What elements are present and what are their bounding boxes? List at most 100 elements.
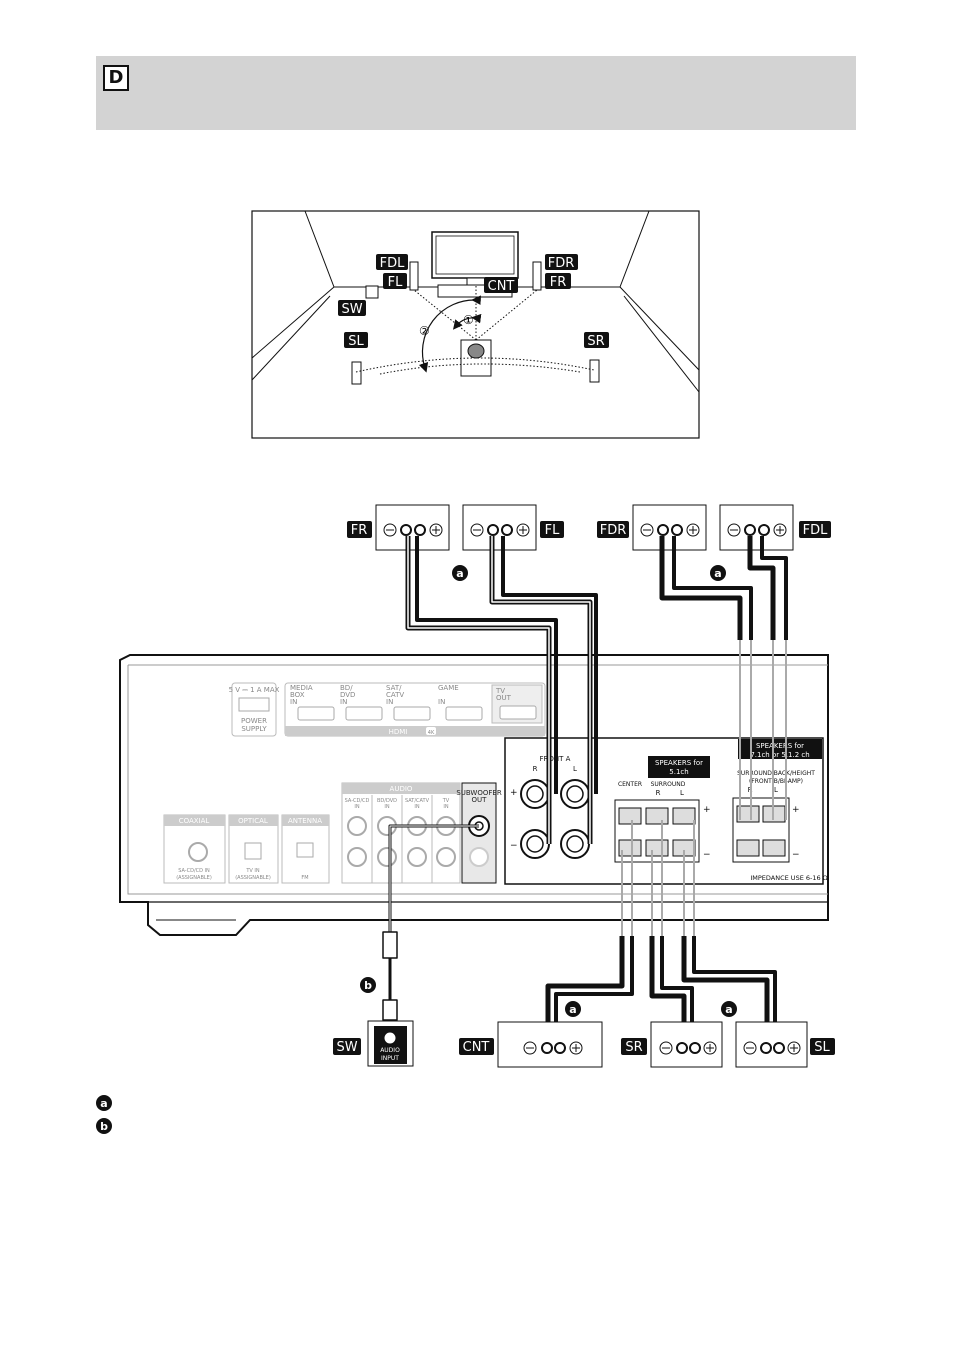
speaker-label-fr: FR [351,523,368,538]
analog-audio-inputs: AUDIO SA-CD/CD IN BD/DVD IN SAT/CATV IN … [341,782,461,884]
svg-text:INPUT: INPUT [381,1055,399,1062]
svg-text:SA-CD/CD: SA-CD/CD [345,798,370,804]
callout-a-top-left [452,565,468,581]
svg-text:COAXIAL: COAXIAL [179,817,210,825]
callout-a-top-right [710,565,726,581]
hdmi-inputs: MEDIA BOX IN BD/ DVD IN SAT/ CATV IN GAM… [290,684,543,724]
svg-text:SPEAKERS for: SPEAKERS for [655,759,703,767]
bottom-speaker-terminals: AUDIO INPUT SW CNT SR SL [333,1020,835,1068]
svg-text:TV IN: TV IN [245,868,260,874]
svg-text:L: L [680,789,684,797]
svg-text:SUBWOOFER: SUBWOOFER [456,789,502,797]
svg-text:IN: IN [386,698,393,706]
svg-text:OPTICAL: OPTICAL [238,817,268,825]
room-label-fdr: FDR [548,256,575,271]
svg-text:−: − [792,850,800,860]
callout-a-bottom-left [565,1001,581,1017]
svg-text:GAME: GAME [438,684,459,692]
svg-text:(ASSIGNABLE): (ASSIGNABLE) [235,875,271,881]
svg-text:HDMI: HDMI [389,728,408,736]
svg-text:CATV: CATV [386,691,404,699]
front-right-speaker-shape [532,261,542,291]
callout-b [360,977,376,993]
svg-text:(FRONT B/BI-AMP): (FRONT B/BI-AMP) [749,778,803,785]
svg-text:TV: TV [442,798,450,804]
svg-text:L: L [774,786,778,794]
svg-text:a: a [456,567,463,580]
svg-text:BD/: BD/ [340,684,353,692]
svg-text:SPEAKERS for: SPEAKERS for [756,742,804,750]
svg-text:OUT: OUT [472,796,488,804]
room-label-fl: FL [388,275,403,290]
svg-text:SA-CD/CD IN: SA-CD/CD IN [178,868,210,874]
speaker-cables [382,536,788,1040]
listener-head [467,343,485,359]
svg-text:OUT: OUT [496,694,512,702]
room-label-sl: SL [348,334,364,349]
room-label-cnt: CNT [488,279,515,294]
svg-text:ANTENNA: ANTENNA [288,817,322,825]
svg-text:POWER: POWER [241,717,267,725]
svg-text:SUPPLY: SUPPLY [241,725,267,733]
room-left-floor-edge [251,286,335,359]
svg-text:L: L [573,765,577,773]
svg-text:SURROUND: SURROUND [651,781,686,788]
svg-text:b: b [100,1120,108,1133]
svg-text:MEDIA: MEDIA [290,684,313,692]
svg-text:7.1ch or 5.1.2 ch: 7.1ch or 5.1.2 ch [750,751,809,759]
svg-text:IMPEDANCE USE 6-16 Ω: IMPEDANCE USE 6-16 Ω [750,874,827,882]
svg-text:FM: FM [301,875,308,881]
room-label-fr: FR [550,275,567,290]
svg-text:−: − [510,841,518,851]
room-label-fdl: FDL [380,256,405,271]
speaker-label-fdl: FDL [803,523,828,538]
speaker-label-cnt: CNT [463,1040,490,1055]
center-speaker-shape [466,277,486,286]
svg-text:a: a [100,1097,107,1110]
svg-text:IN: IN [290,698,297,706]
section-header-bar: D [96,56,856,130]
top-speaker-terminals: FR FL FDR FDL [347,504,831,551]
svg-text:b: b [364,979,372,992]
svg-text:SAT/: SAT/ [386,684,402,692]
svg-text:R: R [656,789,661,797]
svg-text:DVD: DVD [340,691,355,699]
svg-text:−: − [703,850,711,860]
angle-mark-1: ① [463,313,474,327]
svg-text:IN: IN [414,804,419,810]
svg-text:4K: 4K [428,730,435,736]
svg-text:AUDIO: AUDIO [380,1047,400,1054]
svg-text:IN: IN [354,804,359,810]
speaker-label-sr: SR [625,1040,642,1055]
digital-and-antenna-inputs: COAXIAL SA-CD/CD IN (ASSIGNABLE) OPTICAL… [163,814,330,884]
section-letter-box: D [103,65,129,91]
subwoofer-shape [365,285,379,299]
svg-text:SURROUND BACK/HEIGHT: SURROUND BACK/HEIGHT [737,770,815,777]
angle-mark-2: ② [419,324,430,338]
tv-shape [431,231,519,279]
svg-text:SAT/CATV: SAT/CATV [405,798,430,804]
svg-text:5 V ⎓ 1 A MAX: 5 V ⎓ 1 A MAX [229,686,280,694]
svg-text:CENTER: CENTER [618,781,642,788]
svg-text:a: a [725,1003,732,1016]
svg-text:a: a [714,567,721,580]
room-layout: ① ② FDL FL FDR FR CNT SW SL SR [251,210,700,439]
svg-text:TV: TV [495,687,505,695]
speaker-label-fl: FL [545,523,560,538]
legend-marker-a [96,1095,112,1111]
room-right-floor-edge [619,286,700,371]
speaker-terminal-panel: FRONT A R L + − SPEAKERS for 5.1ch CENTE… [504,737,828,885]
speaker-label-sw: SW [336,1040,357,1055]
svg-text:R: R [533,765,538,773]
svg-text:a: a [569,1003,576,1016]
legend: a b [96,1095,112,1134]
callout-a-bottom-right [721,1001,737,1017]
subwoofer-out-jack: SUBWOOFER OUT [456,782,502,884]
speaker-label-sl: SL [814,1040,830,1055]
svg-text:+: + [792,805,800,815]
surround-right-speaker-shape [589,359,600,383]
room-label-sw: SW [341,302,362,317]
svg-text:IN: IN [384,804,389,810]
svg-text:BOX: BOX [290,691,305,699]
